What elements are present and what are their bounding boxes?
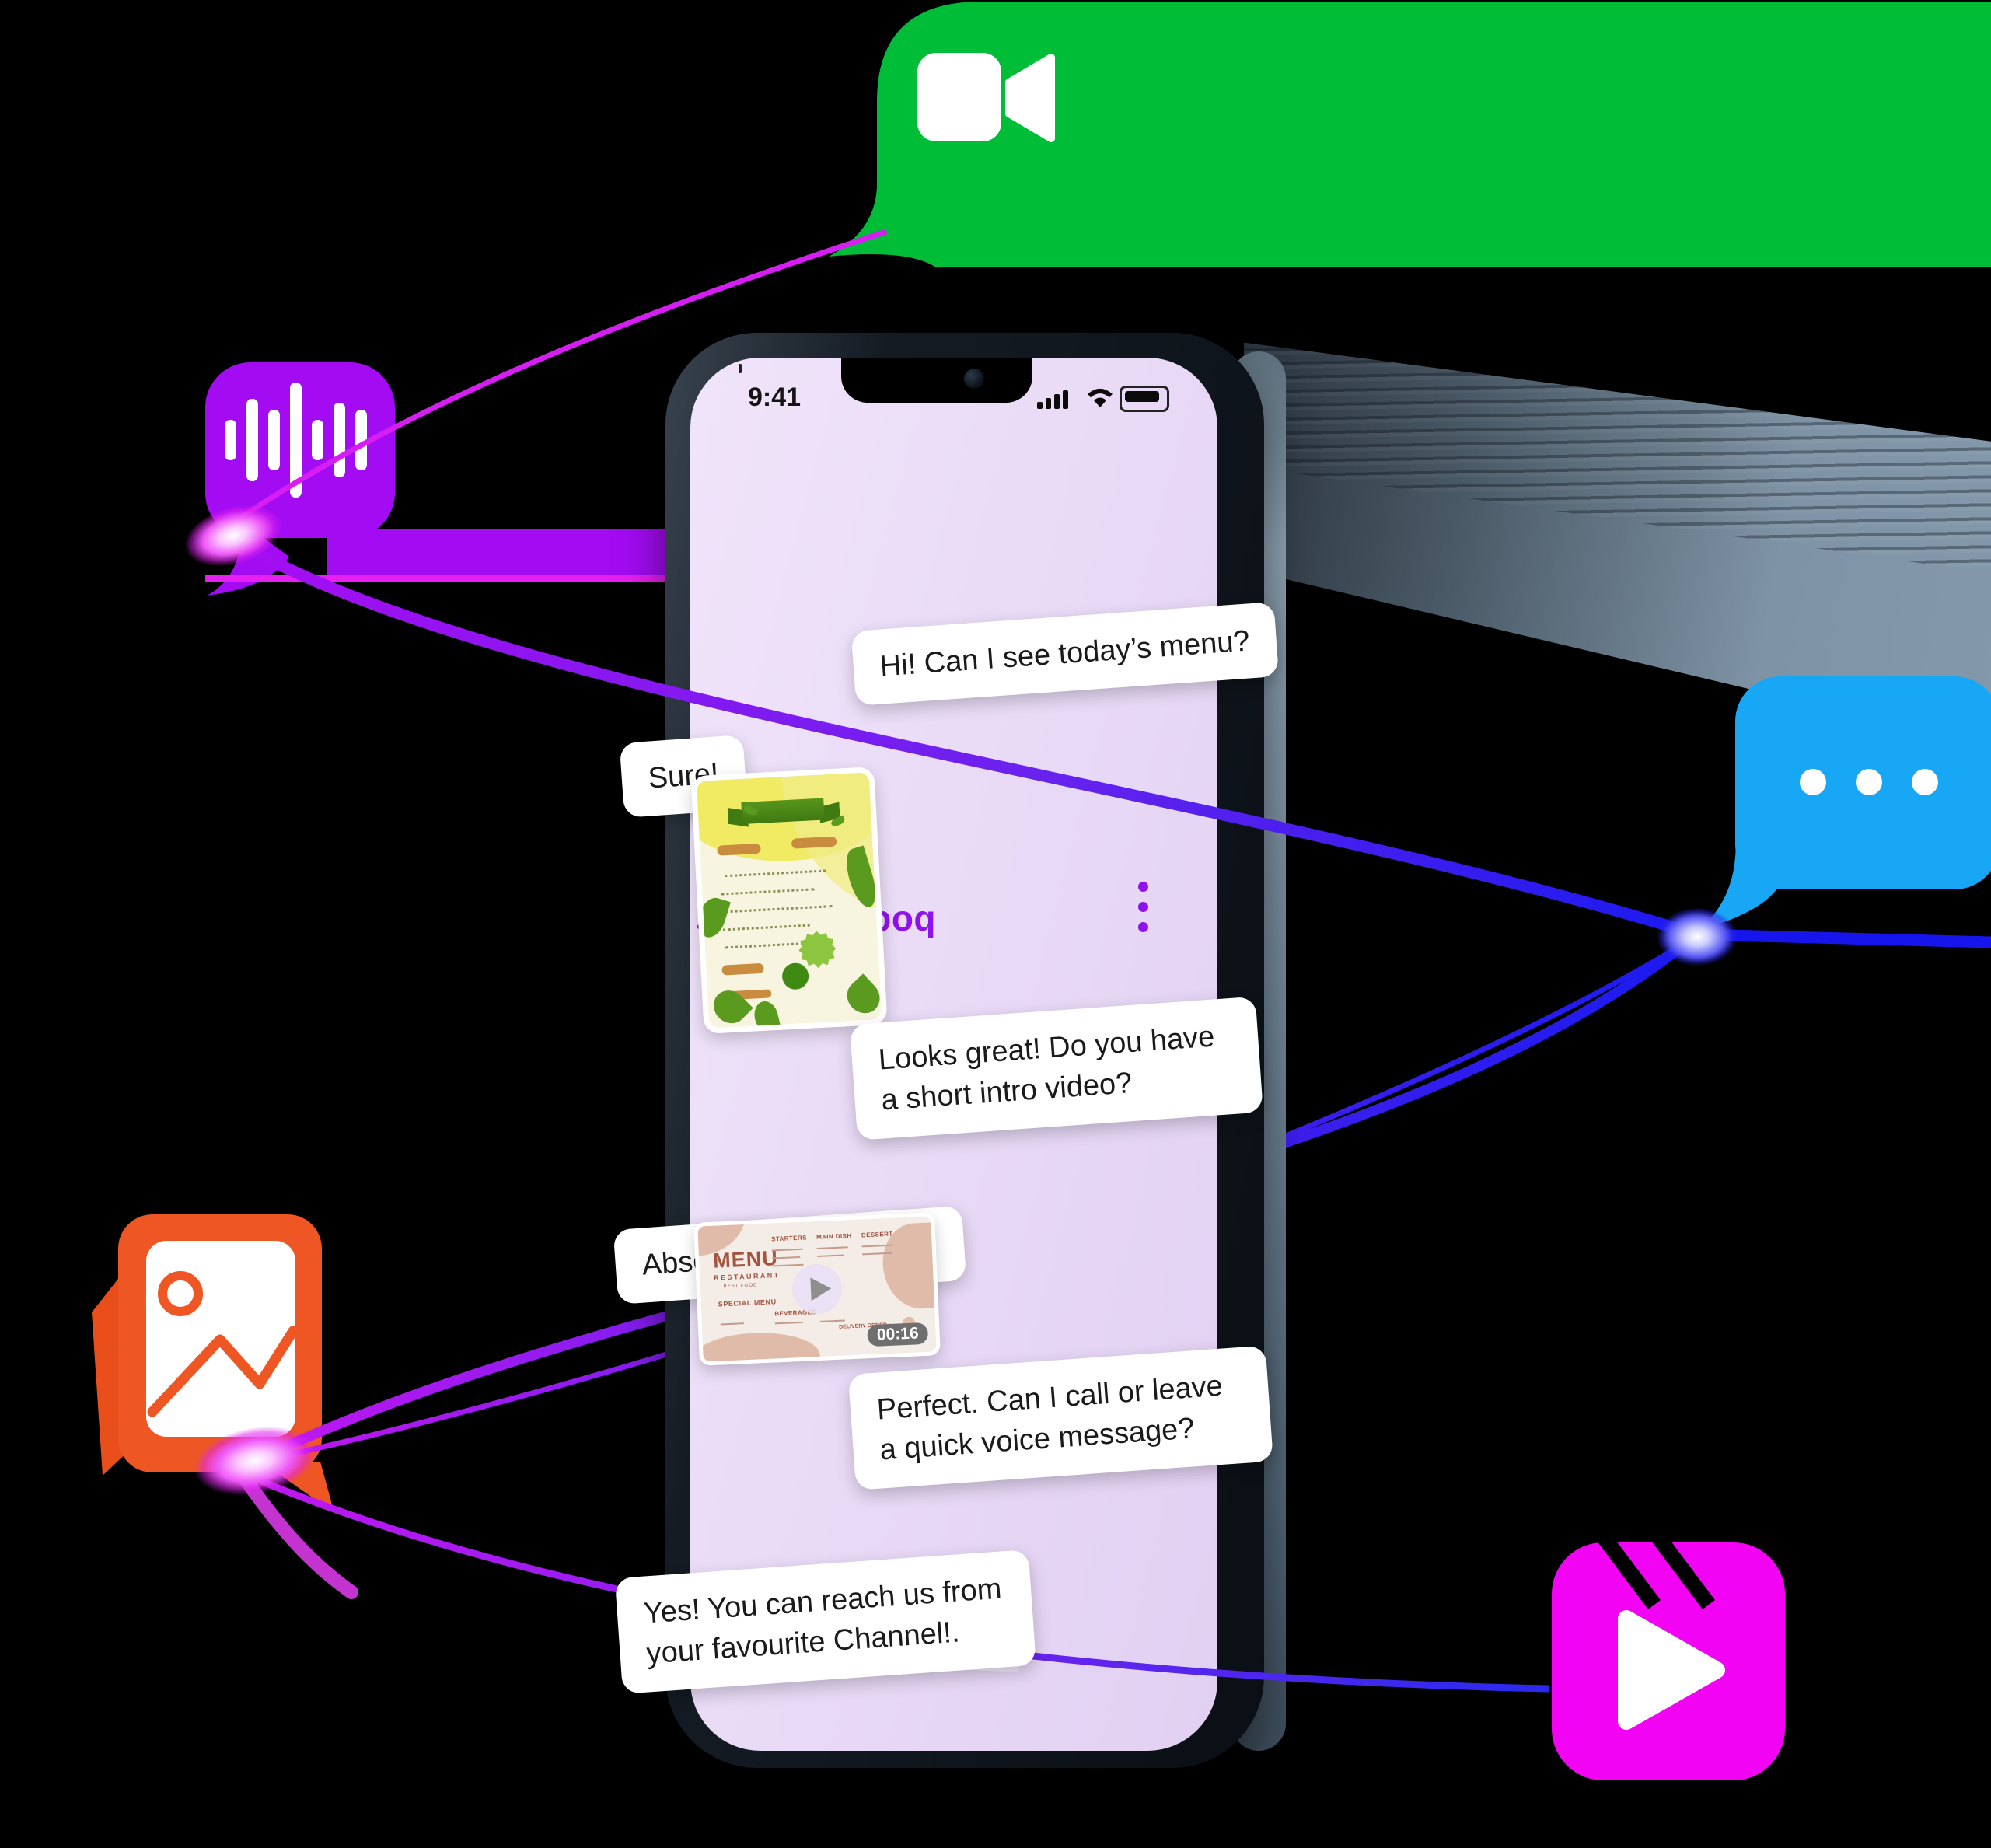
message-video-thumbnail[interactable]: MENU RESTAURANT BEST FOOD SPECIAL MENU S…	[693, 1212, 941, 1366]
audio-waveform-icon	[225, 383, 367, 498]
line-typing-to-edge	[1699, 928, 1991, 948]
front-camera	[964, 369, 984, 389]
video-camera-icon	[917, 53, 1055, 142]
video-call-bubble[interactable]	[829, 2, 1991, 267]
line-voice-to-typing	[227, 533, 1694, 939]
battery-icon	[1120, 386, 1169, 412]
status-time: 9:41	[748, 383, 802, 412]
phone-notch	[841, 358, 1032, 403]
photo-icon	[146, 1241, 299, 1437]
glow-node-typing	[1647, 900, 1748, 973]
three-dots-icon	[1800, 769, 1938, 795]
image-share-bubble[interactable]	[92, 1214, 334, 1513]
line-voice-to-video-call	[225, 229, 888, 529]
kebab-menu-icon[interactable]	[1138, 882, 1149, 944]
signal-bars-icon	[1037, 389, 1078, 409]
video-clip-tile[interactable]	[1552, 1532, 1785, 1780]
wifi-icon	[1088, 389, 1113, 407]
battery-nub	[739, 364, 742, 373]
typing-chat-bubble[interactable]	[1699, 676, 1991, 930]
message-image-menu-illustration[interactable]	[690, 767, 888, 1034]
play-icon	[1618, 1610, 1725, 1730]
video-duration-badge: 00:16	[867, 1322, 929, 1347]
play-icon[interactable]	[791, 1263, 844, 1315]
